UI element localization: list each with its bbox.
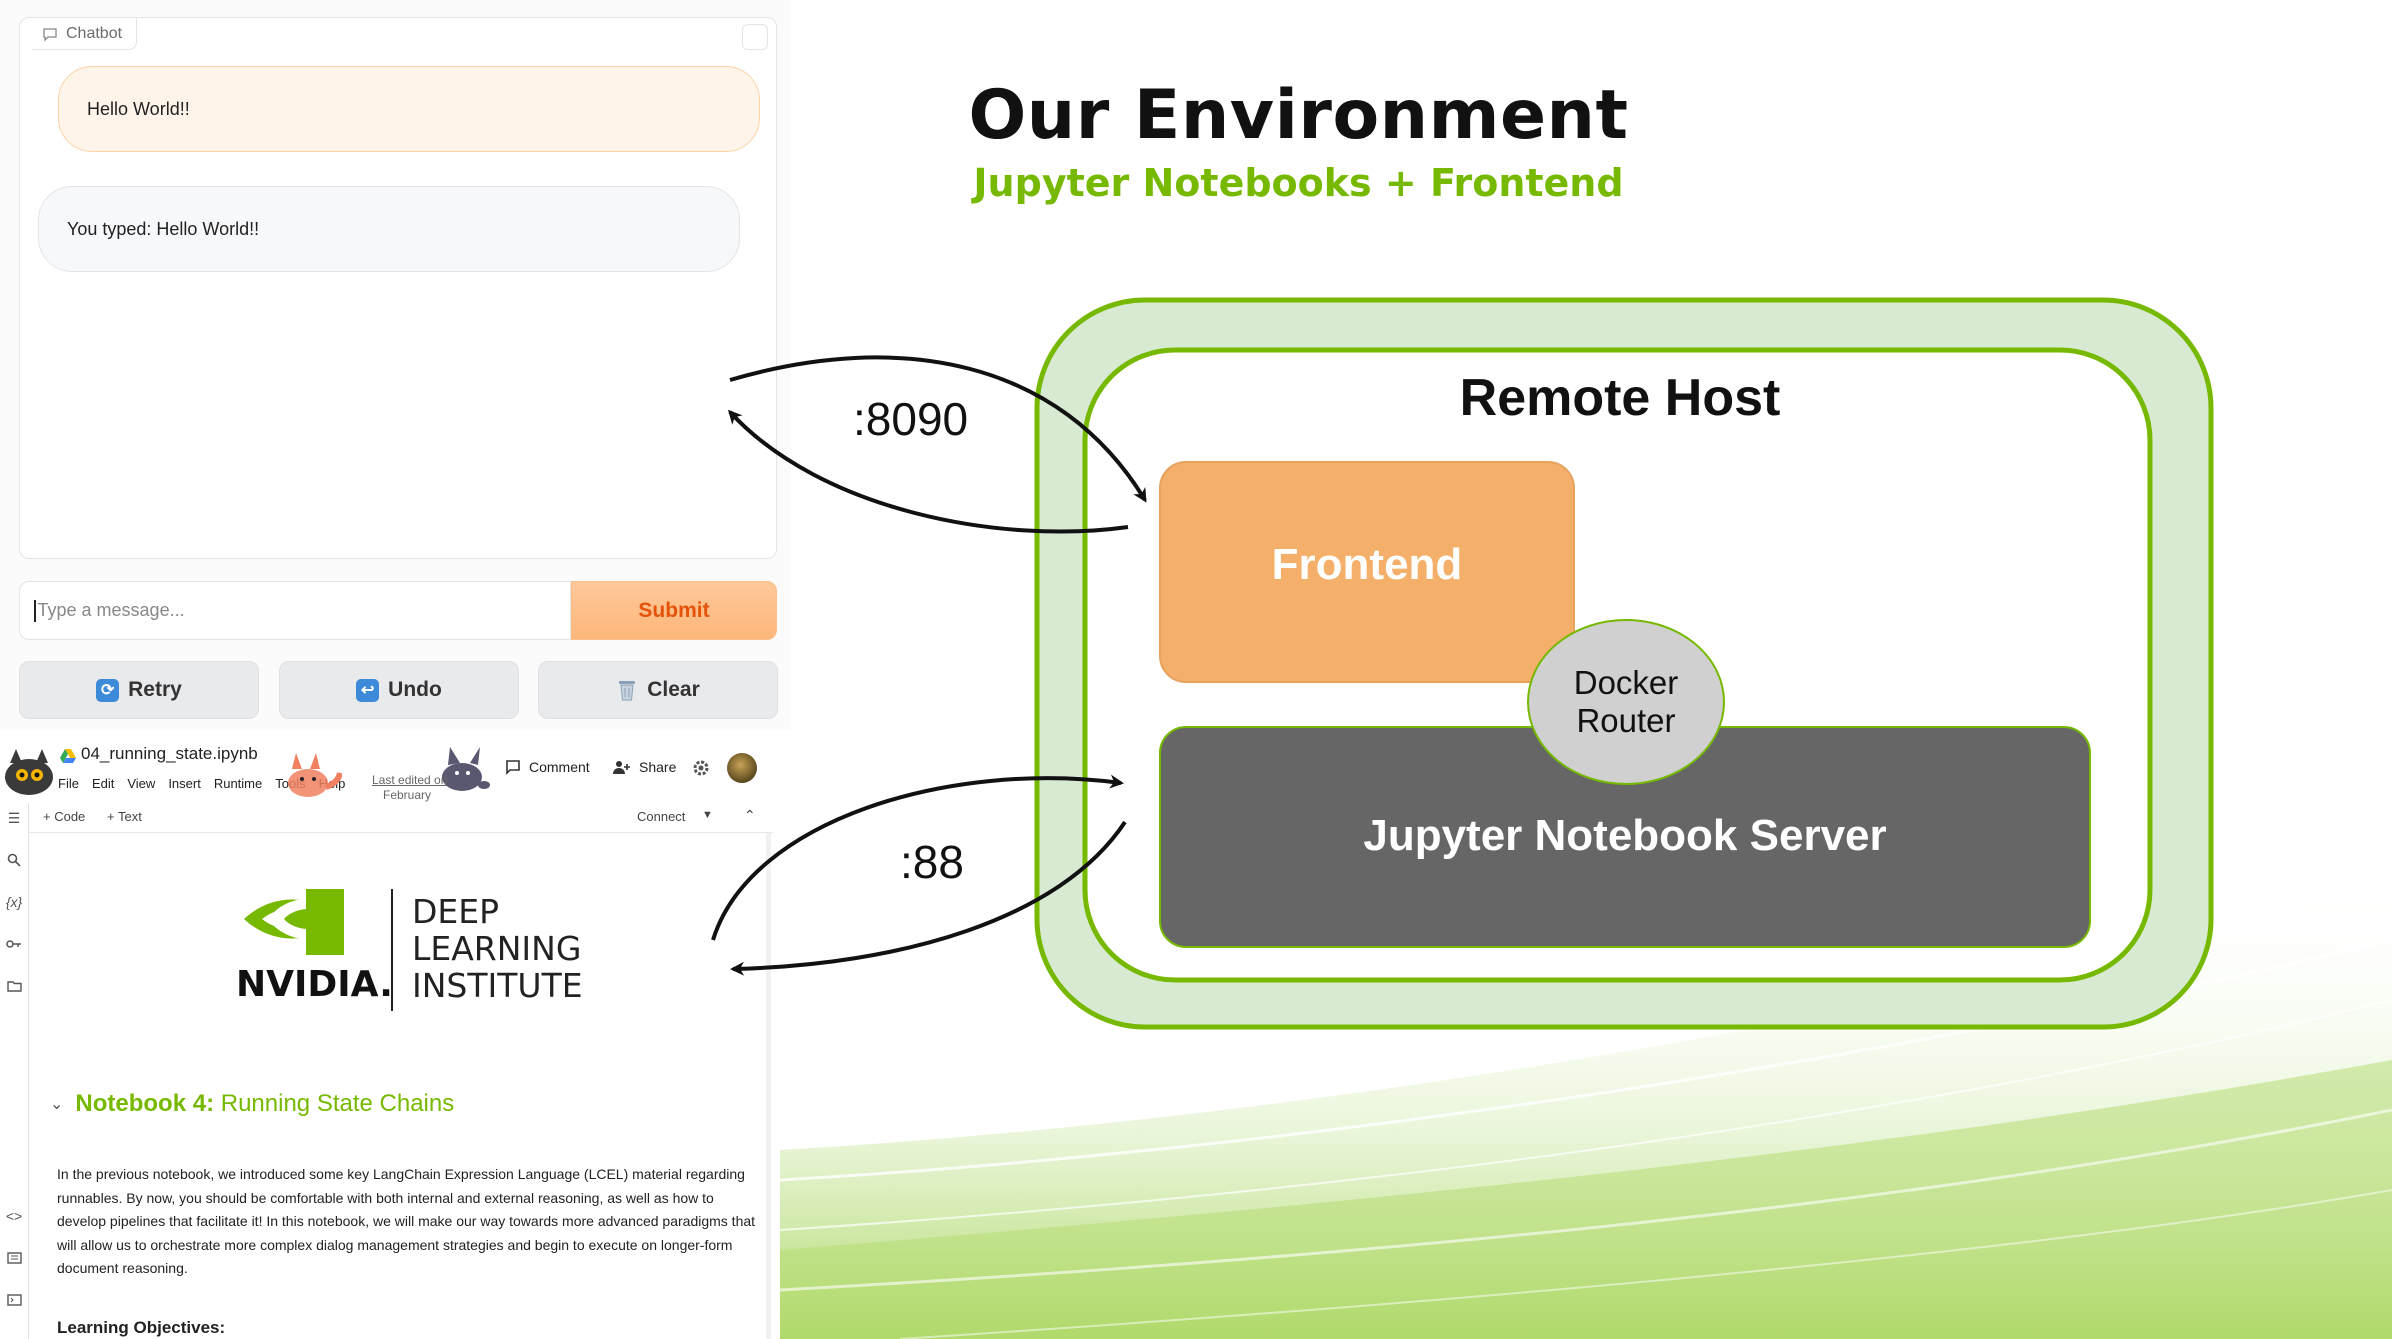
key-icon[interactable] (3, 933, 25, 955)
drive-icon (60, 749, 76, 763)
chevron-down-icon[interactable]: ▼ (702, 809, 713, 821)
add-code-button[interactable]: + Code (43, 809, 86, 824)
notebook-heading: ⌄ Notebook 4: Running State Chains (50, 1090, 454, 1118)
chatbot-label-text: Chatbot (66, 24, 123, 42)
toc-icon[interactable]: ☰ (7, 809, 21, 826)
colab-sidebar: ☰ {x} <> (0, 803, 29, 1339)
scrollbar[interactable] (766, 833, 771, 1339)
undo-icon: ↩ (356, 678, 380, 702)
notebook-filename[interactable]: 04_running_state.ipynb (81, 744, 258, 763)
menu-view[interactable]: View (127, 776, 156, 791)
colab-notebook-panel: 04_running_state.ipynb File Edit View In… (0, 733, 773, 1339)
frontend-label: Frontend (1271, 540, 1463, 589)
variables-icon[interactable]: {x} (5, 894, 23, 910)
gear-icon[interactable] (690, 757, 712, 779)
slide-title: Our Environment (968, 76, 1629, 155)
arrow-colab-to-jupyter (711, 774, 1124, 941)
code-icon[interactable]: <> (5, 1208, 23, 1224)
docker-router-circle (1527, 619, 1725, 785)
chatbot-label: Chatbot (32, 18, 138, 50)
retry-icon: ⟳ (96, 678, 120, 702)
dli-line1: DEEP (412, 892, 499, 931)
chat-icon (43, 27, 57, 42)
chevron-up-icon[interactable]: ⌃ (744, 807, 756, 823)
chatbot-panel: Chatbot Hello World!! You typed: Hello W… (0, 0, 790, 730)
clear-label: Clear (647, 678, 700, 701)
dli-line2: LEARNING (412, 929, 581, 968)
user-message: Hello World!! (58, 66, 760, 152)
jupyter-server-label: Jupyter Notebook Server (1363, 811, 1887, 860)
undo-label: Undo (388, 678, 442, 701)
comment-icon (506, 760, 520, 775)
docker-router-label: Docker Router (1528, 664, 1724, 740)
command-palette-icon[interactable] (3, 1247, 25, 1269)
notebook-heading-title: Running State Chains (220, 1090, 455, 1117)
slide-subtitle: Jupyter Notebooks + Frontend (973, 161, 1624, 205)
notebook-intro-paragraph: In the previous notebook, we introduced … (57, 1166, 756, 1276)
menu-insert[interactable]: Insert (168, 776, 201, 791)
clear-button[interactable]: Clear (538, 661, 778, 719)
bot-message: You typed: Hello World!! (38, 186, 740, 272)
arrow-chat-to-frontend (729, 355, 1147, 503)
chevron-down-icon[interactable]: ⌄ (50, 1096, 64, 1113)
trash-icon (619, 681, 636, 701)
arrow-frontend-to-chat (727, 409, 1129, 534)
submit-button[interactable]: Submit (571, 581, 777, 640)
port-jupyter-label: :88 (900, 836, 964, 888)
share-label: Share (639, 759, 677, 775)
last-edited-date: February (383, 788, 432, 802)
slide-title-block: Our Environment Jupyter Notebooks + Fron… (0, 76, 2392, 205)
folder-icon[interactable] (3, 975, 25, 997)
undo-button[interactable]: ↩ Undo (279, 661, 519, 719)
message-input[interactable]: Type a message... (19, 581, 571, 640)
text-caret (34, 599, 36, 622)
nvidia-dli-logo: NVIDIA. DEEP LEARNING INSTITUTE (236, 889, 583, 1011)
terminal-icon[interactable] (3, 1289, 25, 1311)
retry-button[interactable]: ⟳ Retry (19, 661, 259, 719)
connect-button[interactable]: Connect (637, 809, 686, 824)
chat-history: Chatbot Hello World!! You typed: Hello W… (19, 17, 777, 559)
cat-mascot-icon (5, 749, 53, 795)
dli-line3: INSTITUTE (412, 966, 583, 1005)
retry-label: Retry (128, 678, 182, 701)
share-button[interactable]: Share (613, 759, 676, 775)
fox-mascot-icon (288, 753, 342, 797)
dog-mascot-icon (442, 747, 490, 791)
menu-edit[interactable]: Edit (91, 776, 115, 791)
add-text-button[interactable]: + Text (107, 809, 142, 824)
fullscreen-button[interactable] (742, 24, 768, 50)
learning-objectives-heading: Learning Objectives: (57, 1318, 226, 1337)
share-icon (613, 761, 630, 774)
message-input-placeholder: Type a message... (37, 600, 185, 620)
frontend-box (1159, 461, 1575, 683)
comment-label: Comment (529, 759, 590, 775)
remote-host-label: Remote Host (1459, 369, 1781, 427)
docker-router-line2: Router (1576, 702, 1676, 739)
comment-button[interactable]: Comment (505, 759, 590, 775)
menu-runtime[interactable]: Runtime (213, 776, 263, 791)
avatar[interactable] (727, 753, 757, 783)
last-edited-link[interactable]: Last edited on (372, 773, 448, 787)
docker-router-line1: Docker (1573, 664, 1679, 701)
search-icon[interactable] (3, 849, 25, 871)
colab-toolbar: + Code + Text Connect ▼ ⌃ (29, 803, 773, 833)
menu-file[interactable]: File (58, 776, 79, 791)
port-frontend-label: :8090 (853, 393, 969, 445)
notebook-heading-number: Notebook 4: (75, 1090, 215, 1117)
arrow-jupyter-to-colab (730, 820, 1127, 976)
nvidia-wordmark: NVIDIA. (236, 964, 393, 1005)
